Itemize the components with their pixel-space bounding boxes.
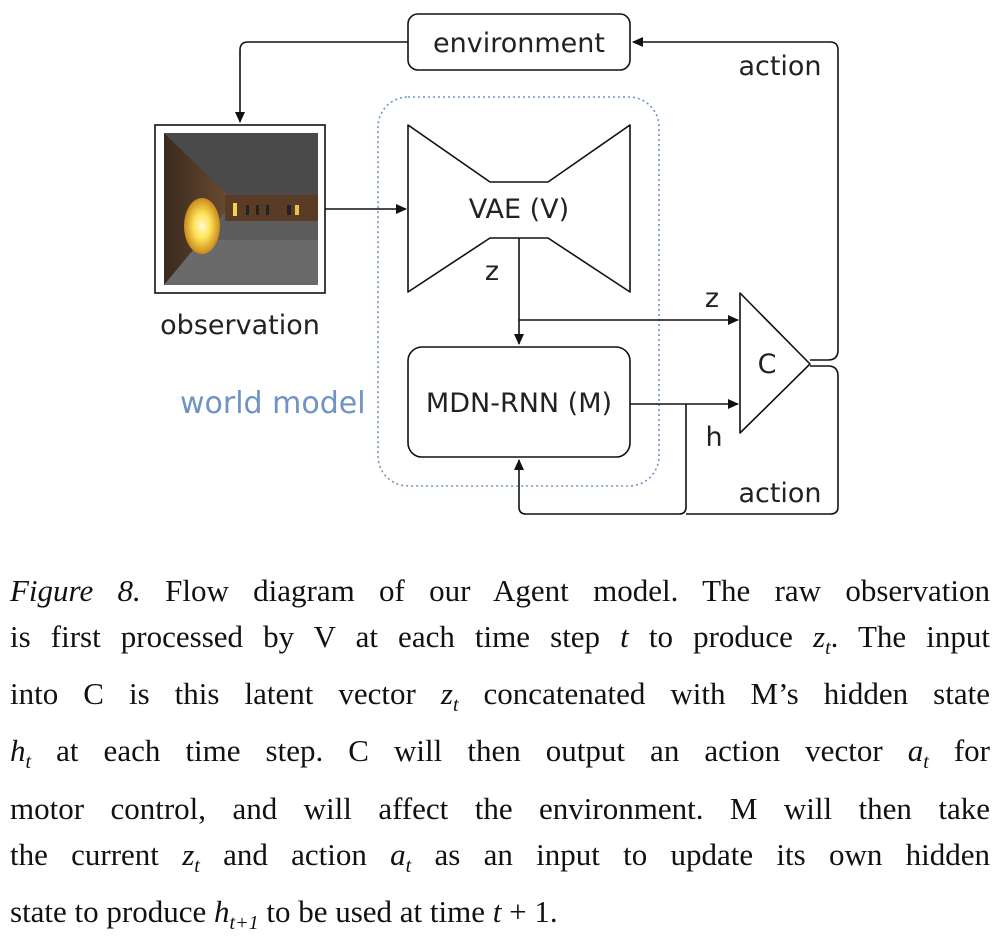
caption-line: into C is this latent vector zt concaten… — [10, 671, 990, 728]
environment-label: environment — [433, 28, 605, 59]
controller-shape — [739, 292, 811, 434]
caption-math: t — [620, 619, 629, 654]
agent-flow-diagram: world model environment observation VAE … — [154, 13, 839, 515]
caption-text: as an input to update its own hidden — [411, 836, 991, 872]
caption-text: to produce — [628, 619, 814, 654]
edge-environment-to-observation — [235, 41, 408, 123]
caption-math: zt — [182, 836, 200, 877]
h-label-controller: h — [705, 422, 722, 453]
caption-text: . The input — [830, 619, 990, 654]
caption-math: zt — [813, 619, 831, 660]
world-model-boundary — [377, 96, 660, 487]
vae-label: VAE (V) — [469, 194, 569, 225]
caption-text: at each time step. C will then output an… — [31, 733, 908, 769]
caption-text: for — [928, 733, 990, 769]
caption-line: motor control, and will affect the envir… — [10, 786, 990, 832]
observation-label: observation — [160, 310, 320, 341]
caption-math: t — [492, 893, 502, 929]
edge-h-loop-to-mdn — [514, 404, 687, 515]
caption-math: zt — [440, 676, 459, 717]
caption-line: the current zt and action at as an input… — [10, 832, 990, 889]
caption-math: at — [390, 836, 412, 877]
mdn-rnn-box — [407, 346, 631, 458]
caption-text: motor control, and will affect the envir… — [10, 790, 990, 826]
caption-text: + 1. — [501, 893, 558, 929]
mdn-rnn-label: MDN-RNN (M) — [426, 388, 612, 419]
caption-text: to be used at time — [258, 893, 493, 929]
figure-caption: Figure 8. Flow diagram of our Agent mode… — [10, 568, 990, 946]
caption-text: concatenated with M’s hidden state — [458, 676, 990, 712]
caption-math: ht — [10, 733, 32, 774]
z-label-controller: z — [705, 283, 719, 314]
caption-text: state to produce — [10, 893, 215, 929]
caption-line: Figure 8. Flow diagram of our Agent mode… — [10, 568, 990, 614]
caption-line: state to produce ht+1 to be used at time… — [10, 889, 990, 946]
caption-text: and action — [199, 836, 391, 872]
caption-text: into C is this latent vector — [10, 676, 441, 712]
caption-math: at — [907, 733, 929, 774]
caption-line: ht at each time step. C will then output… — [10, 728, 990, 785]
action-label-bottom: action — [738, 478, 821, 509]
caption-text: Flow diagram of our Agent model. The raw… — [140, 573, 990, 608]
world-model-label: world model — [180, 386, 366, 421]
caption-line: is first processed by V at each time ste… — [10, 614, 990, 671]
figure-label: Figure 8. — [10, 573, 141, 608]
action-label-top: action — [738, 51, 821, 82]
observation-image — [154, 124, 326, 294]
vae-shape — [407, 124, 631, 293]
z-label-vae: z — [485, 256, 499, 287]
caption-text: the current — [10, 836, 183, 872]
edge-controller-to-environment — [632, 37, 839, 361]
edge-controller-action-loop — [686, 365, 839, 515]
caption-text: is first processed by V at each time ste… — [10, 619, 621, 654]
caption-math: ht+1 — [214, 893, 259, 934]
controller-label: C — [758, 349, 777, 380]
